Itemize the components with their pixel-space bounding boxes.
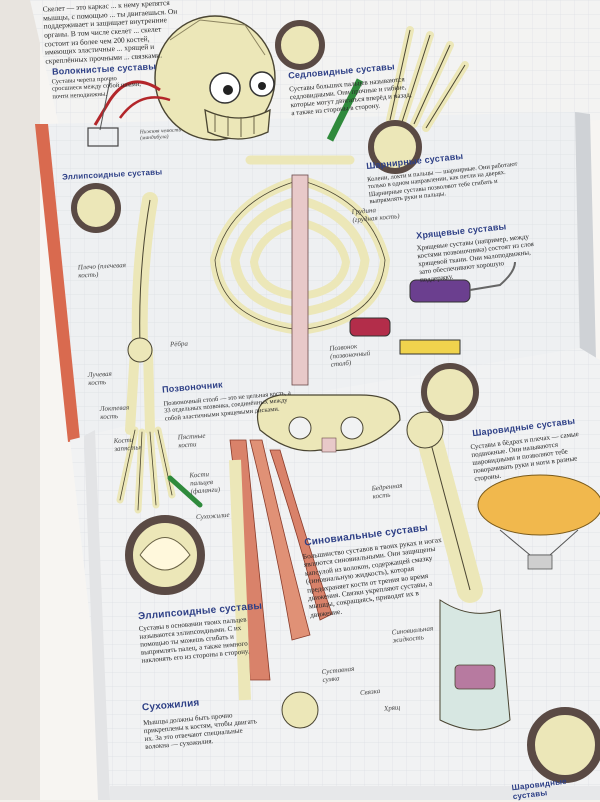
label-carpals: Кости запястья [113,435,143,454]
skull-illustration [93,15,276,141]
hand-illustration [116,426,203,514]
label-cartilage: Хрящ [383,703,401,713]
intro-text: Скелет — это каркас ... к нему крепятся … [42,0,178,66]
label-ribs: Рёбра [169,339,189,349]
balloon-illustration [477,474,600,570]
label-phalanges: Кости пальцев (фаланги) [189,470,221,496]
porthole-ellipsoid-top [71,183,121,233]
arm-muscles-illustration [229,439,333,729]
raised-hand-illustration [326,26,469,142]
page-middle [35,112,596,442]
porthole-sutures [275,20,325,70]
left-arm-illustration [125,192,158,435]
pelvis-illustration [256,394,401,453]
label-metacarpals: Пястные кости [177,431,206,450]
label-shoulder: Плечо (плечевая кость) [77,261,127,280]
porthole-ball-top [421,363,479,421]
hanging-lift-illustration [87,79,119,147]
label-radius: Лучевая кость [87,369,113,388]
porthole-ball-bottom [527,707,600,783]
syringe-machine-illustration [349,261,516,355]
porthole-hinge [368,120,422,174]
ribcage-illustration [209,155,391,386]
label-ulna: Локтевая кость [99,403,130,422]
femur-illustration [406,411,511,731]
porthole-ellipsoid-bottom [125,515,205,595]
